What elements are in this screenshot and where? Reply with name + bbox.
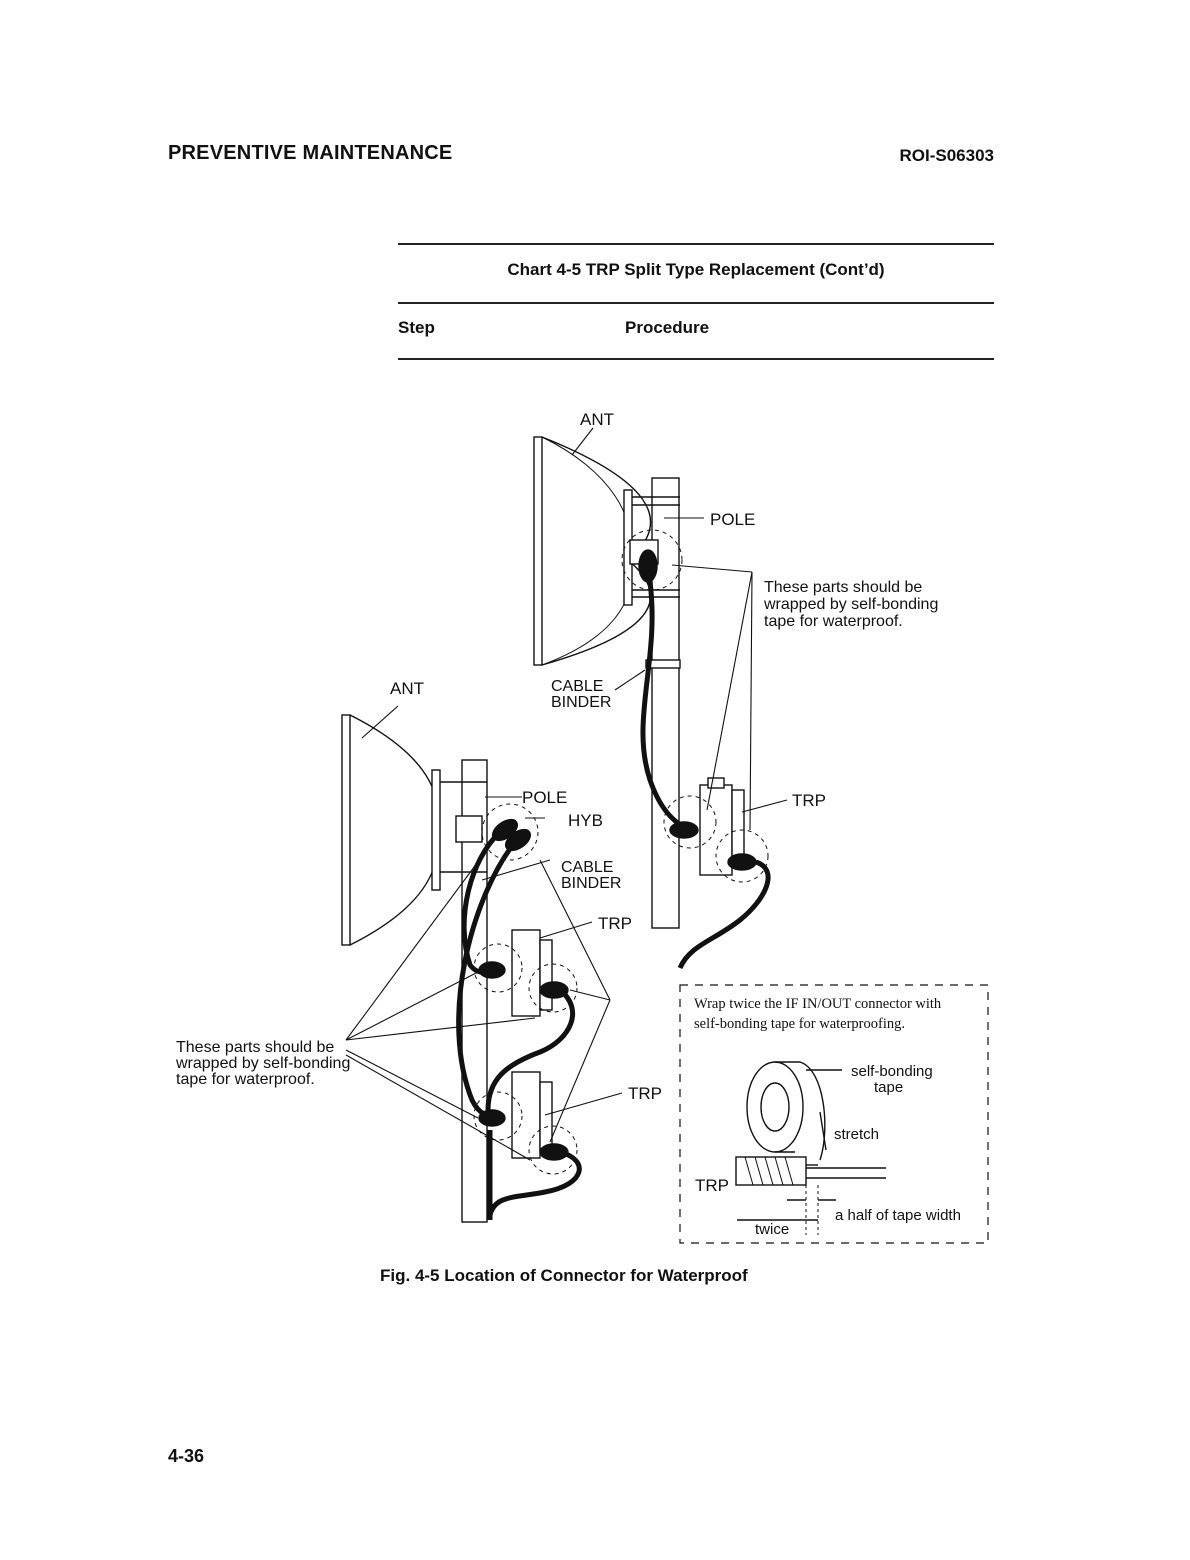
- table-top-rule: [398, 243, 994, 245]
- upper-connector: [621, 529, 683, 591]
- left-pole-label: POLE: [522, 788, 567, 807]
- left-antenna: [341, 714, 441, 946]
- left-pole: [440, 759, 488, 1223]
- upper-ant-cable: [640, 581, 691, 833]
- figure-caption: Fig. 4-5 Location of Connector for Water…: [380, 1266, 748, 1285]
- inset-frame: [679, 984, 989, 1244]
- tape-roll-icon: [746, 1061, 826, 1166]
- table-title-rule: [398, 302, 994, 304]
- upper-leader-lines: [571, 427, 788, 831]
- left-ant-label: ANT: [390, 679, 424, 698]
- inset-trp-label: TRP: [695, 1176, 729, 1195]
- cable-binder-top-label: CABLE BINDER: [551, 678, 611, 711]
- section-title: PREVENTIVE MAINTENANCE: [168, 142, 453, 164]
- cable-binder-left-label: CABLE BINDER: [561, 859, 621, 892]
- trp-upper-label: TRP: [598, 914, 632, 933]
- top-pole-label: POLE: [710, 510, 755, 529]
- left-leader-lines: [345, 705, 623, 1161]
- table-header-rule: [398, 358, 994, 360]
- left-trp-upper: [473, 929, 578, 1017]
- trp-right-label: TRP: [792, 791, 826, 810]
- column-header-procedure: Procedure: [625, 318, 710, 337]
- upper-if-cable: [677, 859, 771, 970]
- hyb-label: HYB: [568, 811, 603, 830]
- note-left: These parts should be wrapped by self-bo…: [175, 1039, 355, 1088]
- half-width-label: a half of tape width: [835, 1207, 961, 1224]
- top-ant-label: ANT: [580, 410, 614, 429]
- note-right: These parts should be wrapped by self-bo…: [763, 579, 943, 630]
- tape-label: self-bonding tape: [851, 1063, 937, 1096]
- document-id: ROI-S06303: [899, 146, 995, 165]
- left-trp-lower: [473, 1071, 578, 1175]
- upper-trp: [663, 777, 769, 883]
- twice-label: twice: [755, 1221, 789, 1238]
- stretch-label: stretch: [834, 1126, 879, 1143]
- chart-title: Chart 4-5 TRP Split Type Replacement (Co…: [507, 260, 885, 279]
- page-number: 4-36: [168, 1446, 205, 1466]
- column-header-step: Step: [398, 318, 435, 337]
- trp-lower-label: TRP: [628, 1084, 662, 1103]
- inset-instruction: Wrap twice the IF IN/OUT connector with …: [694, 996, 945, 1032]
- connector-wrap-icon: [735, 1069, 886, 1235]
